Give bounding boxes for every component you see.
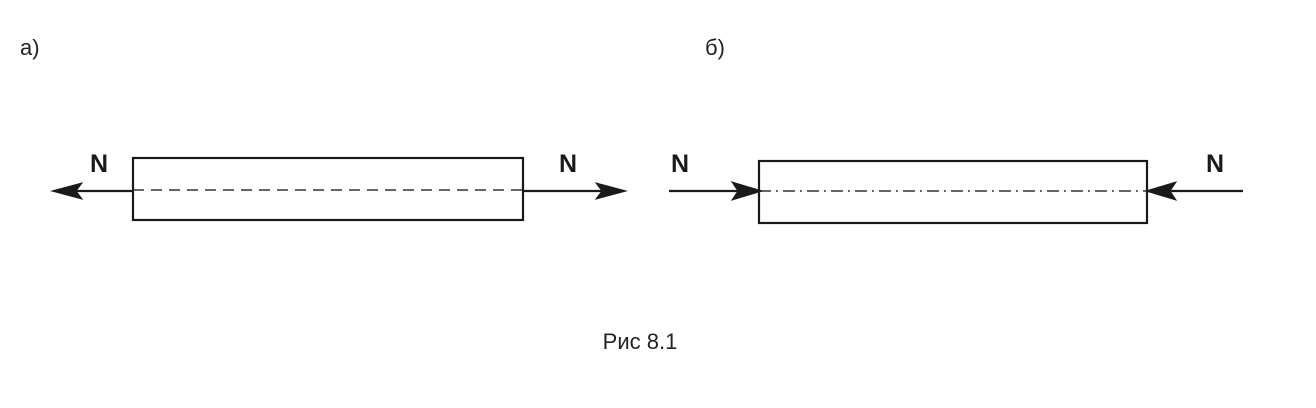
panel-b: б) N N	[669, 35, 1243, 225]
bar-b	[757, 159, 1149, 225]
force-label-right-b: N	[1206, 150, 1224, 178]
arrow-left-a-icon	[50, 182, 84, 200]
panel-a-label: а)	[20, 35, 40, 60]
panel-a: а) N N	[20, 35, 628, 222]
arrow-left-b-icon	[730, 181, 764, 201]
arrow-right-b-icon	[1144, 181, 1178, 201]
panel-b-label: б)	[705, 35, 725, 60]
bar-a	[131, 156, 525, 222]
force-label-left-b: N	[671, 150, 689, 178]
figure-caption: Рис 8.1	[603, 329, 678, 354]
force-label-left-a: N	[90, 150, 108, 178]
force-label-right-a: N	[559, 150, 577, 178]
arrow-right-a-icon	[594, 182, 628, 200]
